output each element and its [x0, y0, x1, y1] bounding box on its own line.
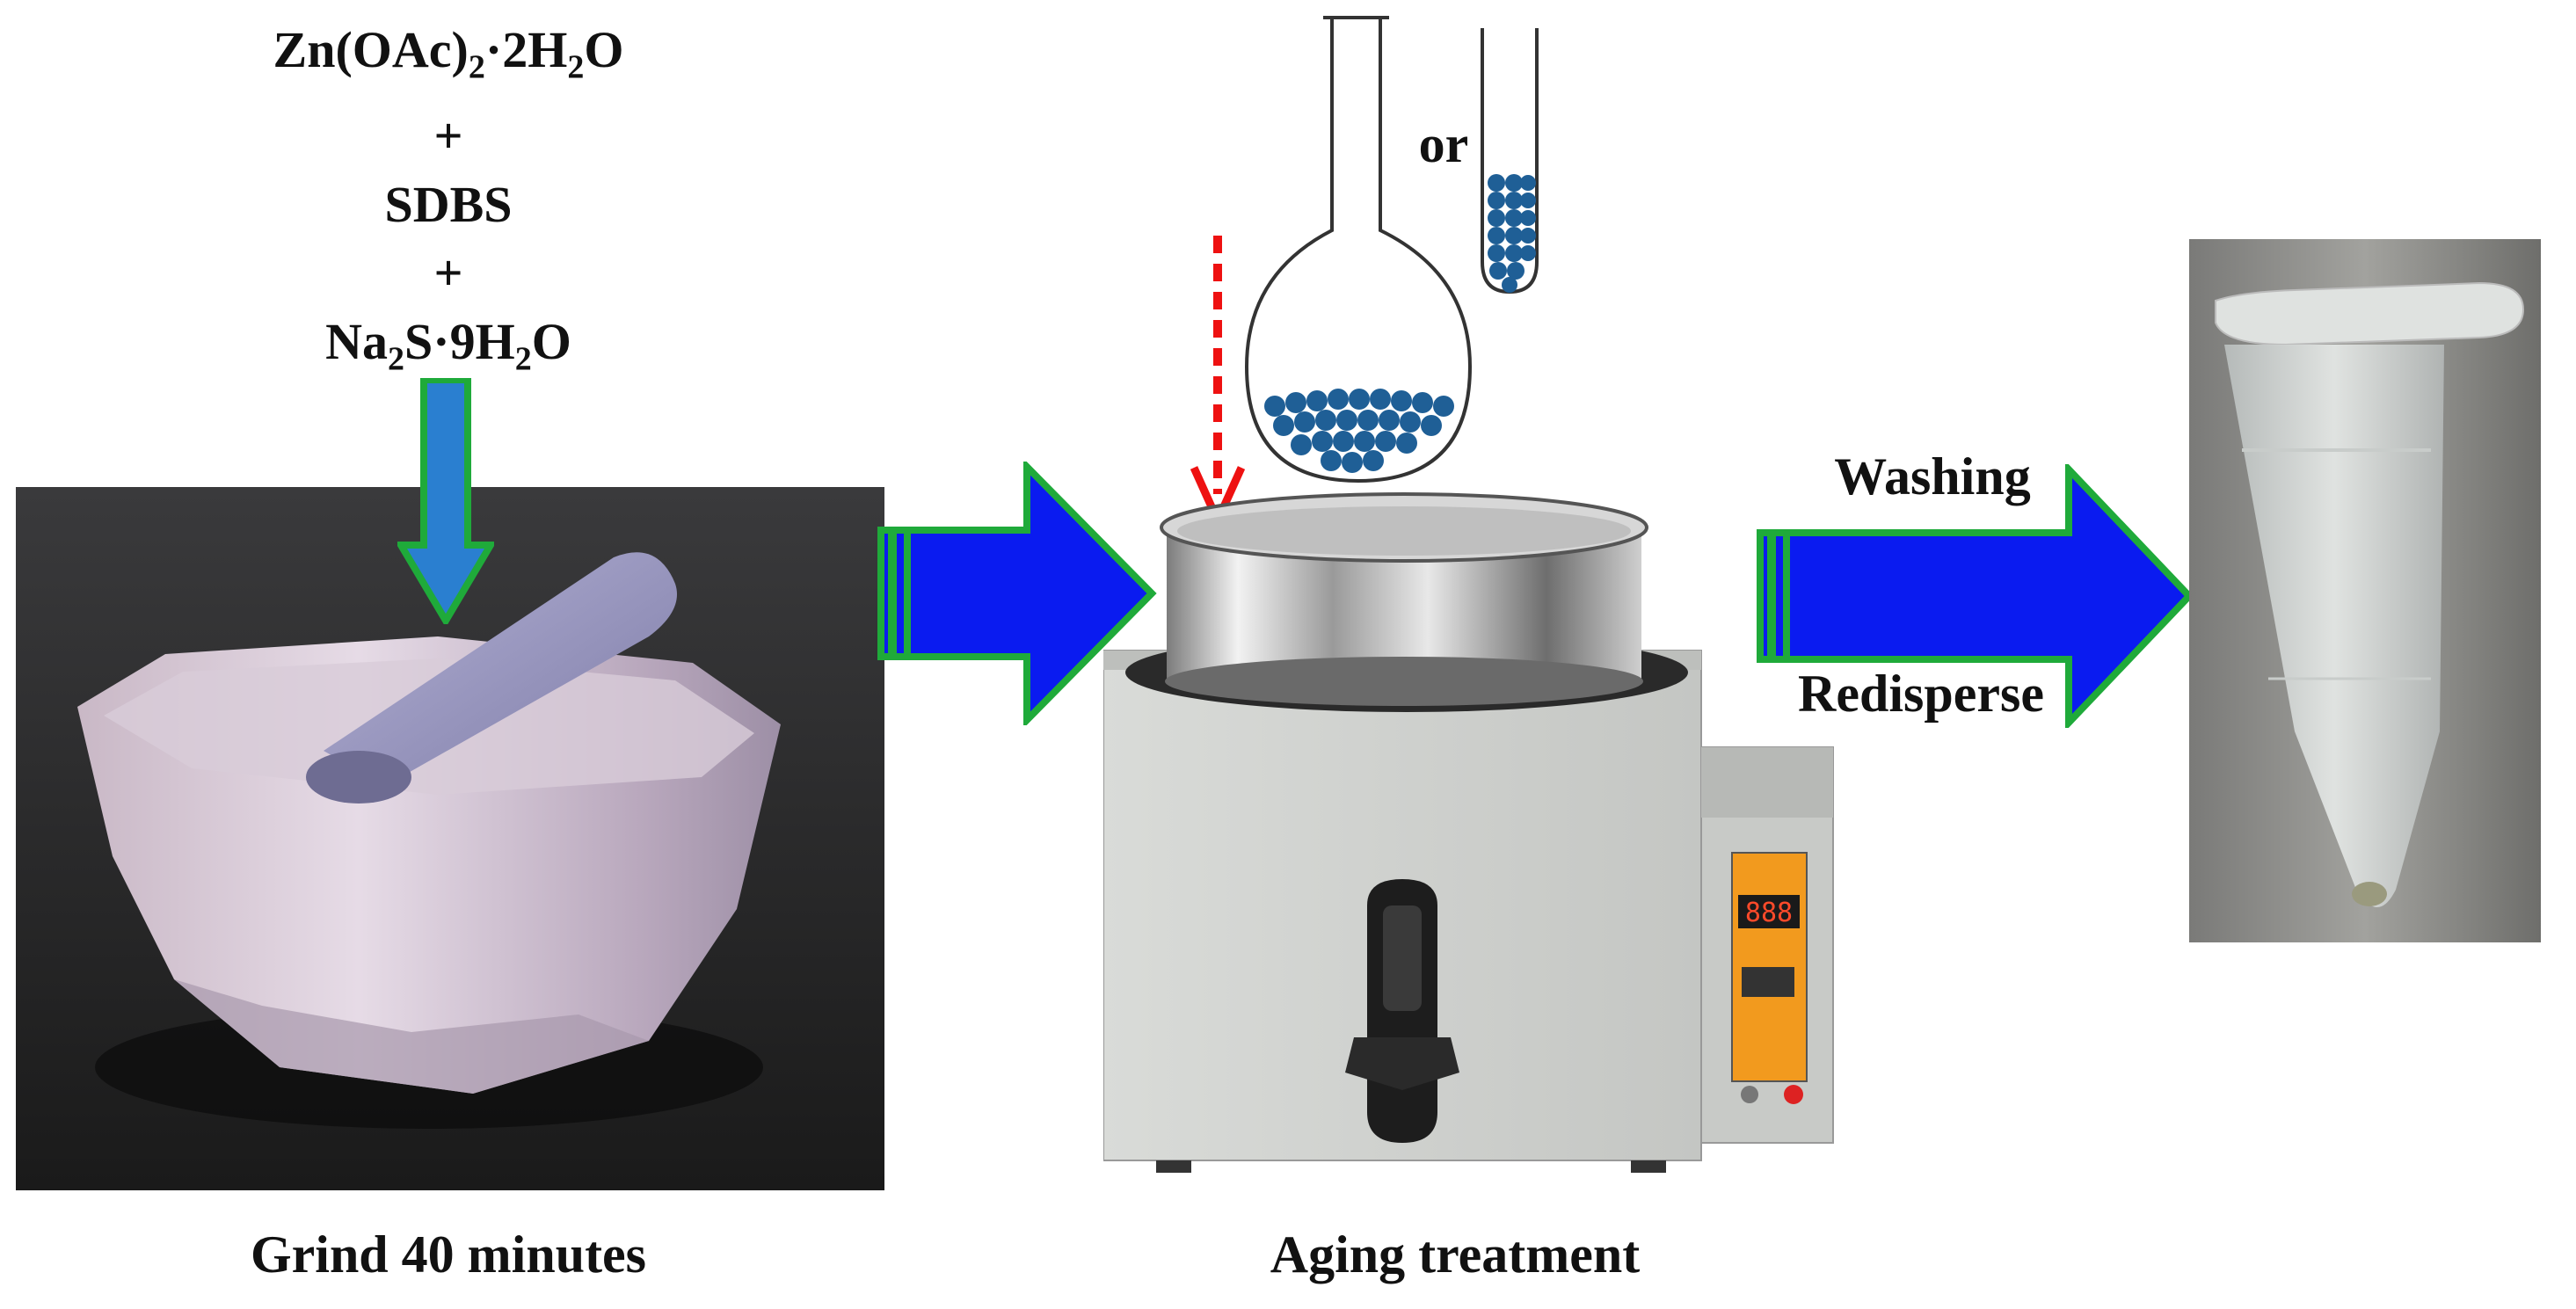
reagent-sdbs: SDBS [384, 175, 513, 233]
round-bottom-flask [1240, 11, 1477, 485]
plus-sign: + [433, 244, 463, 302]
step-1-caption: Grind 40 minutes [250, 1225, 647, 1284]
redisperse-label: Redisperse [1798, 665, 2044, 723]
test-tube [1470, 25, 1549, 297]
water-bath-photo: 888 [1103, 475, 1859, 1178]
plus-sign: + [433, 106, 463, 164]
process-arrow-2 [1757, 464, 2196, 728]
reagent-sodium-sulfide: Na2S·9H2O [325, 312, 571, 378]
or-label: or [1418, 115, 1469, 173]
reagent-list: Zn(OAc)2·2H2O + SDBS + Na2S·9H2O [202, 16, 695, 393]
reagent-zinc-acetate: Zn(OAc)2·2H2O [273, 21, 624, 86]
step-2-caption: Aging treatment [1270, 1225, 1641, 1284]
washing-label: Washing [1834, 447, 2031, 505]
temperature-display: 888 [1745, 898, 1793, 928]
down-arrow [397, 378, 494, 624]
centrifuge-tube-photo [2189, 239, 2541, 942]
process-arrow-1 [877, 462, 1159, 725]
